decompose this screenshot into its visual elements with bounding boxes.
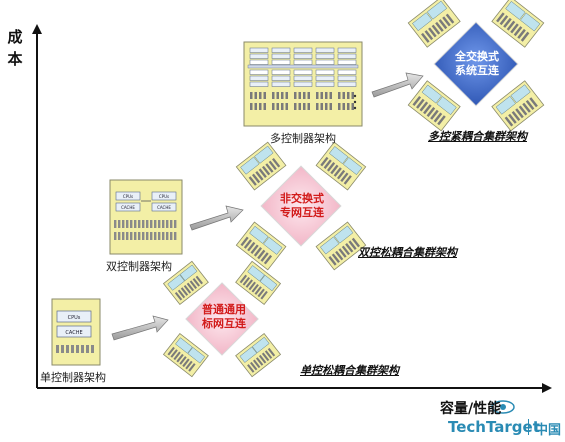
y-axis-label: 成本 [7,28,23,68]
svg-text:CACHE: CACHE [157,205,171,210]
brand-separator [528,419,529,435]
progress-arrow-dual [189,205,244,231]
multi-cluster-title: 多控紧耦合集群架构 [428,130,527,143]
board-cpu-text: CPUs [68,315,81,321]
single-controller-board: CPUs CACHE [51,298,101,366]
single-cluster-diagram [162,260,282,378]
multi-interconnect-label: 全交换式系统互连 [455,50,499,77]
board-cache-text: CACHE [65,330,82,336]
dual-controller-label: 双控制器架构 [106,260,172,273]
multi-cluster-diagram [407,0,545,132]
dual-interconnect-label: 非交换式专网互连 [280,192,324,219]
dual-cluster-diagram [235,141,367,271]
x-axis-label: 容量/性能 [440,401,502,417]
brand-name: TechTarget [448,418,540,436]
progress-arrow-single [111,315,169,341]
progress-arrow-multi [371,72,424,98]
dual-controller-board: CPUs CACHE CPUs CACHE [109,179,183,255]
techtarget-logo-mark [491,400,515,414]
svg-text:CPUs: CPUs [159,194,169,199]
dual-cluster-title: 双控松耦合集群架构 [358,246,457,259]
svg-text:CACHE: CACHE [121,205,135,210]
single-controller-label: 单控制器架构 [40,371,106,384]
svg-text:CPUs: CPUs [123,194,133,199]
brand-region: 中国 [535,423,562,438]
multi-controller-label: 多控制器架构 [270,132,336,145]
multi-controller-board [243,41,363,127]
single-interconnect-label: 普通通用标网互连 [202,303,246,330]
single-cluster-title: 单控松耦合集群架构 [300,364,399,377]
